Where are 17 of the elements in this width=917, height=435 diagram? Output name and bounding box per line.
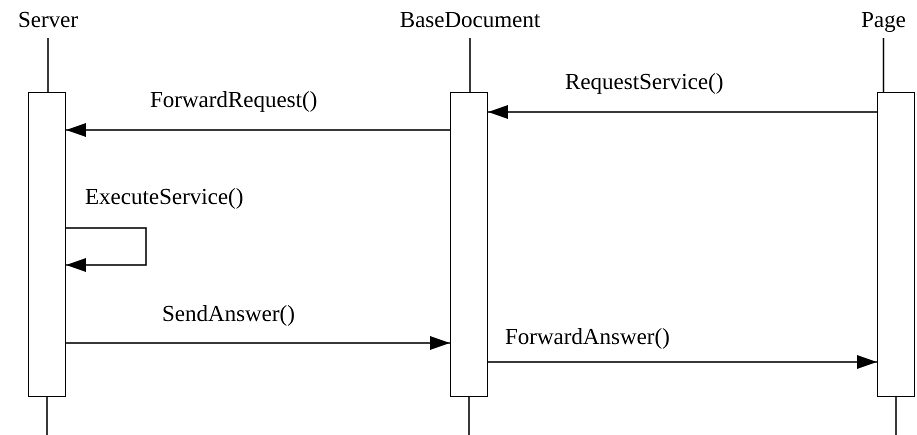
lifeline <box>46 397 48 435</box>
message-arrow <box>488 105 877 119</box>
lifeline <box>895 397 897 435</box>
participant-label: Server <box>8 2 88 38</box>
activation-bar <box>28 92 66 397</box>
message-arrow <box>66 123 450 137</box>
lifeline <box>47 38 49 92</box>
message-arrow <box>488 355 877 369</box>
activation-bar <box>450 92 488 397</box>
lifeline <box>468 397 470 435</box>
lifeline <box>469 38 471 92</box>
activation-bar <box>877 92 915 397</box>
message-arrow <box>66 336 450 350</box>
participant-label: BaseDocument <box>363 2 577 38</box>
participant-label: Page <box>850 2 917 38</box>
message-arrow <box>66 227 147 272</box>
lifeline <box>882 38 884 92</box>
